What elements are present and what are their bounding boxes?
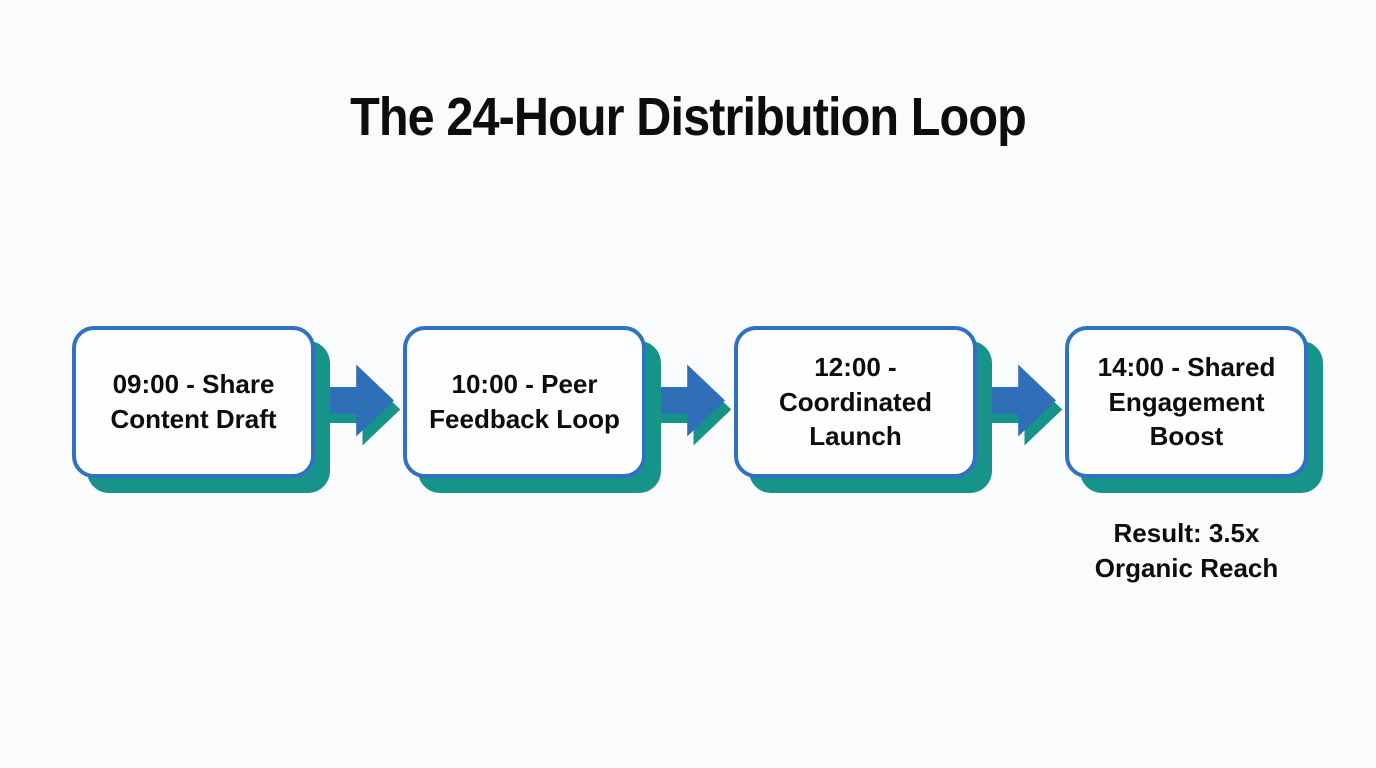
flow-step-box-2: 10:00 - Peer Feedback Loop xyxy=(403,326,646,478)
flow-step-label: 12:00 - Coordinated Launch xyxy=(778,352,933,452)
result-caption: Result: 3.5x Organic Reach xyxy=(1094,518,1279,584)
flow-step-box-4: 14:00 - Shared Engagement Boost xyxy=(1065,326,1308,478)
flow-arrow-3 xyxy=(975,326,1065,478)
flow-step-label: 10:00 - Peer Feedback Loop xyxy=(429,369,620,434)
flow-step-box-3: 12:00 - Coordinated Launch xyxy=(734,326,977,478)
flow-row: 09:00 - Share Content Draft 10:00 - Peer… xyxy=(72,326,1308,478)
flow-arrow-1 xyxy=(313,326,403,478)
flow-step-label: 09:00 - Share Content Draft xyxy=(110,369,277,434)
flow-arrow-2 xyxy=(644,326,734,478)
arrow-right-icon xyxy=(313,364,401,446)
arrow-right-icon xyxy=(644,364,732,446)
arrow-right-icon xyxy=(975,364,1063,446)
flow-step-box-1: 09:00 - Share Content Draft xyxy=(72,326,315,478)
flow-step-label: 14:00 - Shared Engagement Boost xyxy=(1097,352,1276,452)
diagram-title: The 24-Hour Distribution Loop xyxy=(350,87,1027,147)
